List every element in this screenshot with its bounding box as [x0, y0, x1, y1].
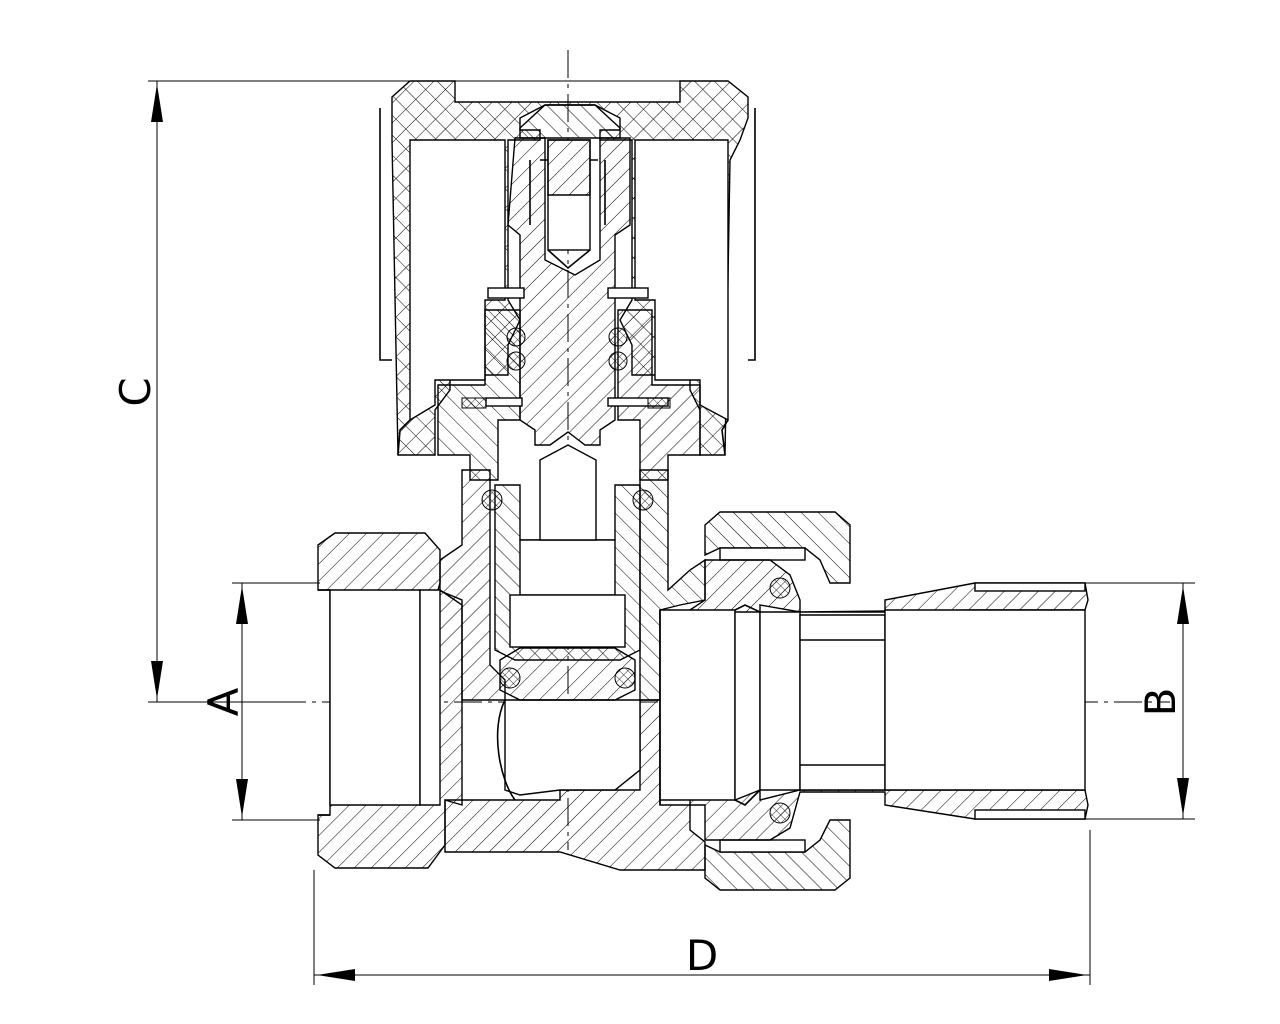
- dimension-d-label: D: [686, 931, 718, 980]
- union-tailpiece: [659, 559, 1089, 841]
- valve-insert: [481, 444, 654, 701]
- valve-bonnet: [437, 287, 701, 481]
- dimension-a-label: A: [199, 687, 248, 716]
- dimension-b: B: [1085, 582, 1195, 820]
- dimension-c: C: [111, 80, 700, 703]
- outline-details: [318, 589, 661, 816]
- union-nut: [704, 511, 851, 891]
- dimension-c-label: C: [111, 377, 160, 406]
- valve-spindle: [507, 104, 631, 446]
- valve-body: [317, 469, 706, 871]
- handwheel-cap: [379, 80, 756, 456]
- dimension-a: A: [199, 582, 320, 821]
- dimension-d: D: [313, 830, 1091, 985]
